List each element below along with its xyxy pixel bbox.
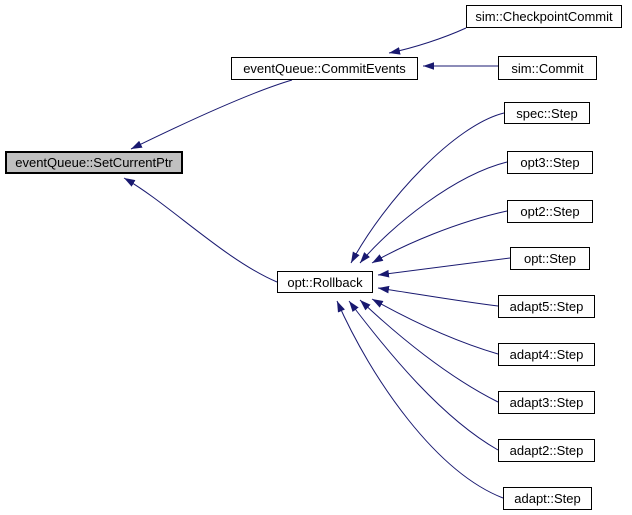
edge-checkpoint-commit-to-commit-events [388, 27, 467, 55]
node-sim-commit[interactable]: sim::Commit [498, 56, 597, 80]
node-commit-events[interactable]: eventQueue::CommitEvents [231, 57, 418, 80]
edge-adapt5-step-to-rollback [377, 285, 499, 307]
node-adapt4-step[interactable]: adapt4::Step [498, 343, 595, 366]
node-opt2-step[interactable]: opt2::Step [507, 200, 593, 223]
edge-adapt4-step-to-rollback [371, 298, 499, 355]
node-adapt3-step[interactable]: adapt3::Step [498, 391, 595, 414]
edge-rollback-to-set-current-ptr [123, 177, 278, 283]
node-opt3-step[interactable]: opt3::Step [507, 151, 593, 174]
edge-opt2-step-to-rollback [371, 210, 508, 264]
node-checkpoint-commit[interactable]: sim::CheckpointCommit [466, 5, 622, 28]
edge-opt3-step-to-rollback [359, 161, 508, 264]
node-opt-step[interactable]: opt::Step [510, 247, 590, 270]
node-adapt2-step[interactable]: adapt2::Step [498, 439, 595, 462]
node-adapt5-step[interactable]: adapt5::Step [498, 295, 595, 318]
node-adapt-step[interactable]: adapt::Step [503, 487, 592, 510]
edge-adapt3-step-to-rollback [359, 299, 499, 403]
node-set-current-ptr: eventQueue::SetCurrentPtr [5, 151, 183, 174]
edge-commit-events-to-set-current-ptr [130, 79, 293, 150]
edge-adapt-step-to-rollback [336, 300, 504, 499]
edge-adapt2-step-to-rollback [348, 300, 499, 451]
edge-opt-step-to-rollback [377, 257, 511, 278]
node-spec-step[interactable]: spec::Step [504, 102, 590, 124]
node-rollback[interactable]: opt::Rollback [277, 271, 373, 293]
edge-spec-step-to-rollback [350, 112, 505, 264]
